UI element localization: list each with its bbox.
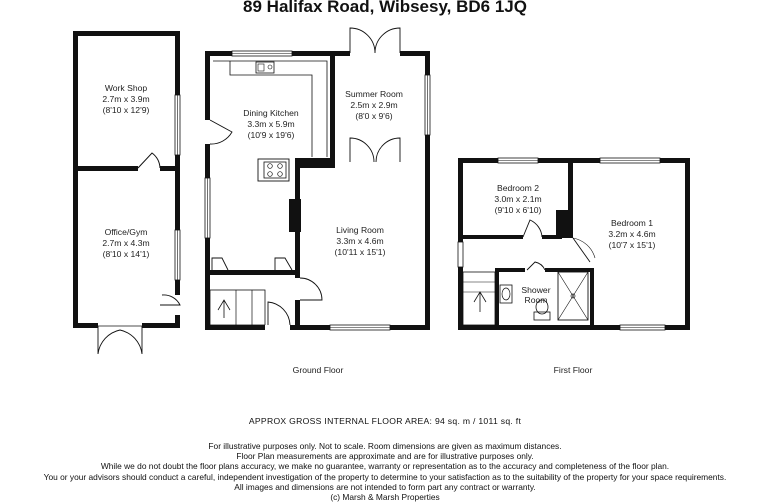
office-imperial: (8'10 x 14'1) [103, 249, 150, 259]
floor-area-summary: APPROX GROSS INTERNAL FLOOR AREA: 94 sq.… [248, 416, 522, 426]
living-room-name: Living Room [336, 225, 384, 235]
office-metric: 2.7m x 4.3m [102, 238, 149, 248]
room-label-bedroom-2: Bedroom 2 3.0m x 2.1m (9'10 x 6'10) [494, 183, 541, 215]
bedroom-1-metric: 3.2m x 4.6m [608, 229, 655, 239]
office-name: Office/Gym [105, 227, 148, 237]
room-label-living-room: Living Room 3.3m x 4.6m (10'11 x 15'1) [335, 225, 386, 257]
copyright-line: (c) Marsh & Marsh Properties [330, 492, 440, 502]
summer-room-metric: 2.5m x 2.9m [350, 100, 397, 110]
disclaimer-block: For illustrative purposes only. Not to s… [0, 441, 770, 502]
first-floor-house [457, 157, 690, 331]
room-label-dining-kitchen: Dining Kitchen 3.3m x 5.9m (10'9 x 19'6) [243, 108, 299, 140]
bedroom-1-imperial: (10'7 x 15'1) [609, 240, 656, 250]
dining-kitchen-metric: 3.3m x 5.9m [247, 119, 294, 129]
disclaimer-line: For illustrative purposes only. Not to s… [208, 441, 562, 451]
disclaimer-line: Floor Plan measurements are approximate … [236, 451, 534, 462]
disclaimer-line: You or your advisors should conduct a ca… [43, 471, 727, 482]
living-room-metric: 3.3m x 4.6m [336, 236, 383, 246]
workshop-name: Work Shop [105, 83, 148, 93]
disclaimer-line: All images and dimensions are not intend… [234, 481, 536, 492]
room-label-summer-room: Summer Room 2.5m x 2.9m (8'0 x 9'6) [345, 89, 403, 121]
shower-room-line1: Shower [521, 285, 550, 295]
bedroom-2-imperial: (9'10 x 6'10) [495, 205, 542, 215]
ground-floor-label: Ground Floor [293, 365, 344, 375]
ground-floor-house [204, 27, 431, 331]
workshop-metric: 2.7m x 3.9m [102, 94, 149, 104]
disclaimer-line: While we do not doubt the floor plans ac… [100, 461, 670, 472]
bedroom-2-metric: 3.0m x 2.1m [494, 194, 541, 204]
outbuilding [73, 31, 181, 355]
plan-title: 89 Halifax Road, Wibsesy, BD6 1JQ [243, 0, 527, 16]
room-label-workshop: Work Shop 2.7m x 3.9m (8'10 x 12'9) [102, 83, 149, 115]
room-label-shower-room: Shower Room [521, 285, 550, 305]
dining-kitchen-imperial: (10'9 x 19'6) [248, 130, 295, 140]
room-label-office: Office/Gym 2.7m x 4.3m (8'10 x 14'1) [102, 227, 149, 259]
summer-room-imperial: (8'0 x 9'6) [355, 111, 392, 121]
summer-room-name: Summer Room [345, 89, 403, 99]
bedroom-1-name: Bedroom 1 [611, 218, 653, 228]
shower-room-line2: Room [525, 295, 548, 305]
living-room-imperial: (10'11 x 15'1) [335, 247, 386, 257]
workshop-imperial: (8'10 x 12'9) [103, 105, 150, 115]
bedroom-2-name: Bedroom 2 [497, 183, 539, 193]
dining-kitchen-name: Dining Kitchen [243, 108, 299, 118]
first-floor-label: First Floor [554, 365, 593, 375]
room-label-bedroom-1: Bedroom 1 3.2m x 4.6m (10'7 x 15'1) [608, 218, 655, 250]
